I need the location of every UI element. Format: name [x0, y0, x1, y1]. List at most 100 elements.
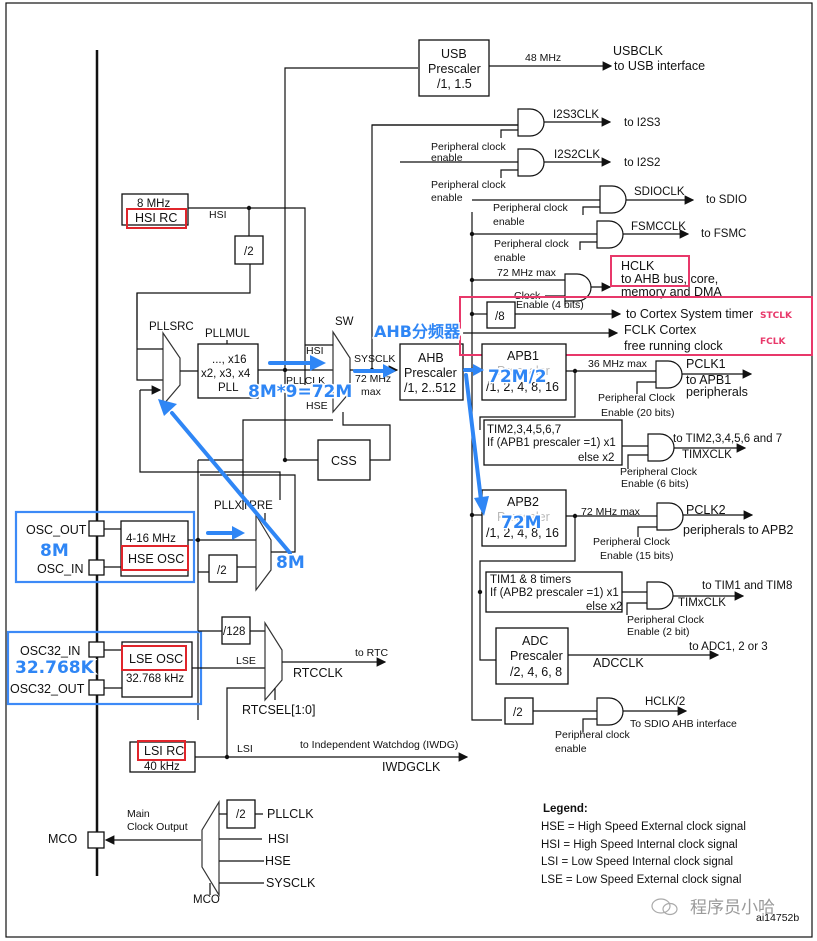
svg-text:36 MHz max: 36 MHz max: [588, 358, 648, 370]
svg-text:HCLK/2: HCLK/2: [645, 696, 685, 708]
svg-text:/2: /2: [244, 246, 254, 258]
svg-text:Enable (4 bits): Enable (4 bits): [516, 299, 584, 311]
svg-text:HSI: HSI: [268, 832, 289, 846]
svg-text:Prescaler: Prescaler: [404, 366, 457, 380]
svg-text:PCLK1: PCLK1: [686, 357, 726, 371]
sw-in-hse: HSE: [306, 400, 328, 412]
osc-out-label: OSC_OUT: [26, 523, 87, 537]
svg-text:Prescaler: Prescaler: [497, 510, 550, 524]
figure-id: ai14752b: [756, 912, 799, 924]
blue-arrow-hse-to-xtpre: [206, 526, 245, 540]
cortex-clocks-highlight: [459, 296, 813, 356]
svg-text:程序员小哈: 程序员小哈: [690, 898, 775, 918]
svg-text:TIM2,3,4,5,6,7: TIM2,3,4,5,6,7: [487, 424, 561, 436]
svg-text:PCLK2: PCLK2: [686, 503, 726, 517]
pll-calc-annotation: 8M*9=72M: [248, 382, 352, 402]
apb2-timer-gate: [626, 581, 674, 615]
svg-text:to AHB bus, core,: to AHB bus, core,: [621, 272, 718, 286]
ahb-prescaler-block: [399, 343, 464, 401]
usbclk-label: USBCLK: [613, 44, 664, 58]
svg-text:enable: enable: [431, 192, 463, 204]
svg-text:Prescaler: Prescaler: [497, 364, 550, 378]
svg-text:to I2S3: to I2S3: [624, 117, 660, 129]
svg-text:/1, 1.5: /1, 1.5: [437, 77, 472, 91]
svg-text:to Cortex System timer: to Cortex System timer: [626, 307, 753, 321]
hse-osc-block: [120, 520, 189, 577]
svg-text:enable: enable: [431, 152, 463, 164]
sw-in-pllclk: PLLCLK: [286, 375, 325, 387]
svg-text:32.768 kHz: 32.768 kHz: [126, 673, 184, 685]
fsmc-gate: [579, 220, 624, 250]
svg-text:HCLK: HCLK: [621, 259, 655, 273]
svg-text:Peripheral clock: Peripheral clock: [555, 729, 630, 741]
svg-text:If (APB2 prescaler =1) x1: If (APB2 prescaler =1) x1: [490, 587, 619, 599]
svg-text:HSI = High Speed Internal cloc: HSI = High Speed Internal clock signal: [541, 839, 738, 851]
svg-text:enable: enable: [494, 252, 526, 264]
svg-text:Peripheral clock: Peripheral clock: [493, 202, 568, 214]
svg-text:to TIM2,3,4,5,6 and 7: to TIM2,3,4,5,6 and 7: [673, 433, 782, 445]
svg-text:Peripheral Clock: Peripheral Clock: [627, 614, 705, 626]
svg-text:TIMXCLK: TIMXCLK: [682, 449, 732, 461]
sw-mux: [332, 329, 351, 414]
svg-text:TIM1 & 8 timers: TIM1 & 8 timers: [490, 574, 571, 586]
svg-text:Legend:: Legend:: [543, 803, 588, 815]
svg-text:LSI = Low Speed Internal clock: LSI = Low Speed Internal clock signal: [541, 856, 733, 868]
svg-text:to APB1: to APB1: [686, 373, 731, 387]
apb2-timer-multiplier-block: [485, 571, 623, 613]
svg-text:FCLK Cortex: FCLK Cortex: [624, 323, 697, 337]
sdio-ahb-gate: [582, 697, 624, 732]
pll-block: [197, 343, 259, 399]
sw-in-hsi: HSI: [306, 345, 324, 357]
svg-text:Enable (2 bit): Enable (2 bit): [627, 626, 689, 638]
svg-text:/2, 4, 6, 8: /2, 4, 6, 8: [510, 665, 562, 679]
pllsrc-mux: [162, 331, 181, 407]
svg-text:APB1: APB1: [507, 349, 539, 363]
svg-text:Peripheral clock: Peripheral clock: [494, 238, 569, 250]
hse-highlight: [14, 510, 196, 584]
svg-text:Main: Main: [127, 808, 150, 820]
osc32-out-pin: [88, 679, 105, 696]
stclk-tag: STCLK: [760, 311, 793, 321]
svg-text:HSE = High Speed External cloc: HSE = High Speed External clock signal: [541, 821, 746, 833]
fclk-tag: FCLK: [760, 337, 786, 347]
mco-pin-label: MCO: [48, 832, 77, 846]
svg-text:Clock Output: Clock Output: [127, 821, 188, 833]
apb1-calc-annotation: 72M/2: [488, 367, 547, 387]
svg-text:max: max: [361, 386, 382, 398]
pclk2-gate: [637, 502, 684, 537]
i2s3-gate: [500, 108, 545, 138]
hclk-highlight: [610, 255, 690, 287]
xtpre-value-annotation: 8M: [276, 553, 305, 573]
svg-text:Prescaler: Prescaler: [510, 649, 563, 663]
svg-text:APB2: APB2: [507, 495, 539, 509]
svg-text:to Independent Watchdog (IWDG): to Independent Watchdog (IWDG): [300, 739, 458, 751]
svg-text:else x2: else x2: [578, 452, 614, 464]
svg-text:Peripheral Clock: Peripheral Clock: [620, 466, 698, 478]
blue-arrow-xtpre-to-pllsrc: [158, 399, 292, 555]
hse-value-annotation: 8M: [40, 541, 69, 561]
blue-arrow-pll-to-sw: [268, 355, 326, 371]
svg-text:I2S2CLK: I2S2CLK: [554, 149, 600, 161]
svg-text:to USB interface: to USB interface: [614, 59, 705, 73]
svg-text:/2: /2: [217, 565, 227, 577]
blue-arrow-ahb-to-apb2: [464, 373, 489, 516]
svg-text:LSE = Low Speed External clock: LSE = Low Speed External clock signal: [541, 874, 741, 886]
svg-text:4-16 MHz: 4-16 MHz: [126, 533, 176, 545]
svg-text:LSE: LSE: [236, 655, 256, 667]
svg-text:Enable (15 bits): Enable (15 bits): [600, 550, 674, 562]
svg-text:Peripheral clock: Peripheral clock: [431, 141, 506, 153]
apb2-prescaler-block: [481, 489, 567, 547]
svg-text:TIMxCLK: TIMxCLK: [678, 597, 726, 609]
svg-text:LSI RC: LSI RC: [144, 744, 184, 758]
osc32-in-label: OSC32_IN: [20, 644, 80, 658]
usb-prescaler-block: [418, 39, 490, 97]
blue-arrow-ahb-to-apb1: [463, 364, 484, 376]
legend: Legend: HSE = High Speed External clock …: [541, 803, 746, 886]
apb1-timer-gate: [627, 433, 675, 469]
osc-in-label: OSC_IN: [37, 562, 84, 576]
svg-text:PLL: PLL: [218, 382, 239, 394]
svg-text:x2, x3, x4: x2, x3, x4: [201, 368, 251, 380]
svg-text:72 MHz: 72 MHz: [355, 373, 391, 385]
svg-text:/2: /2: [236, 809, 246, 821]
